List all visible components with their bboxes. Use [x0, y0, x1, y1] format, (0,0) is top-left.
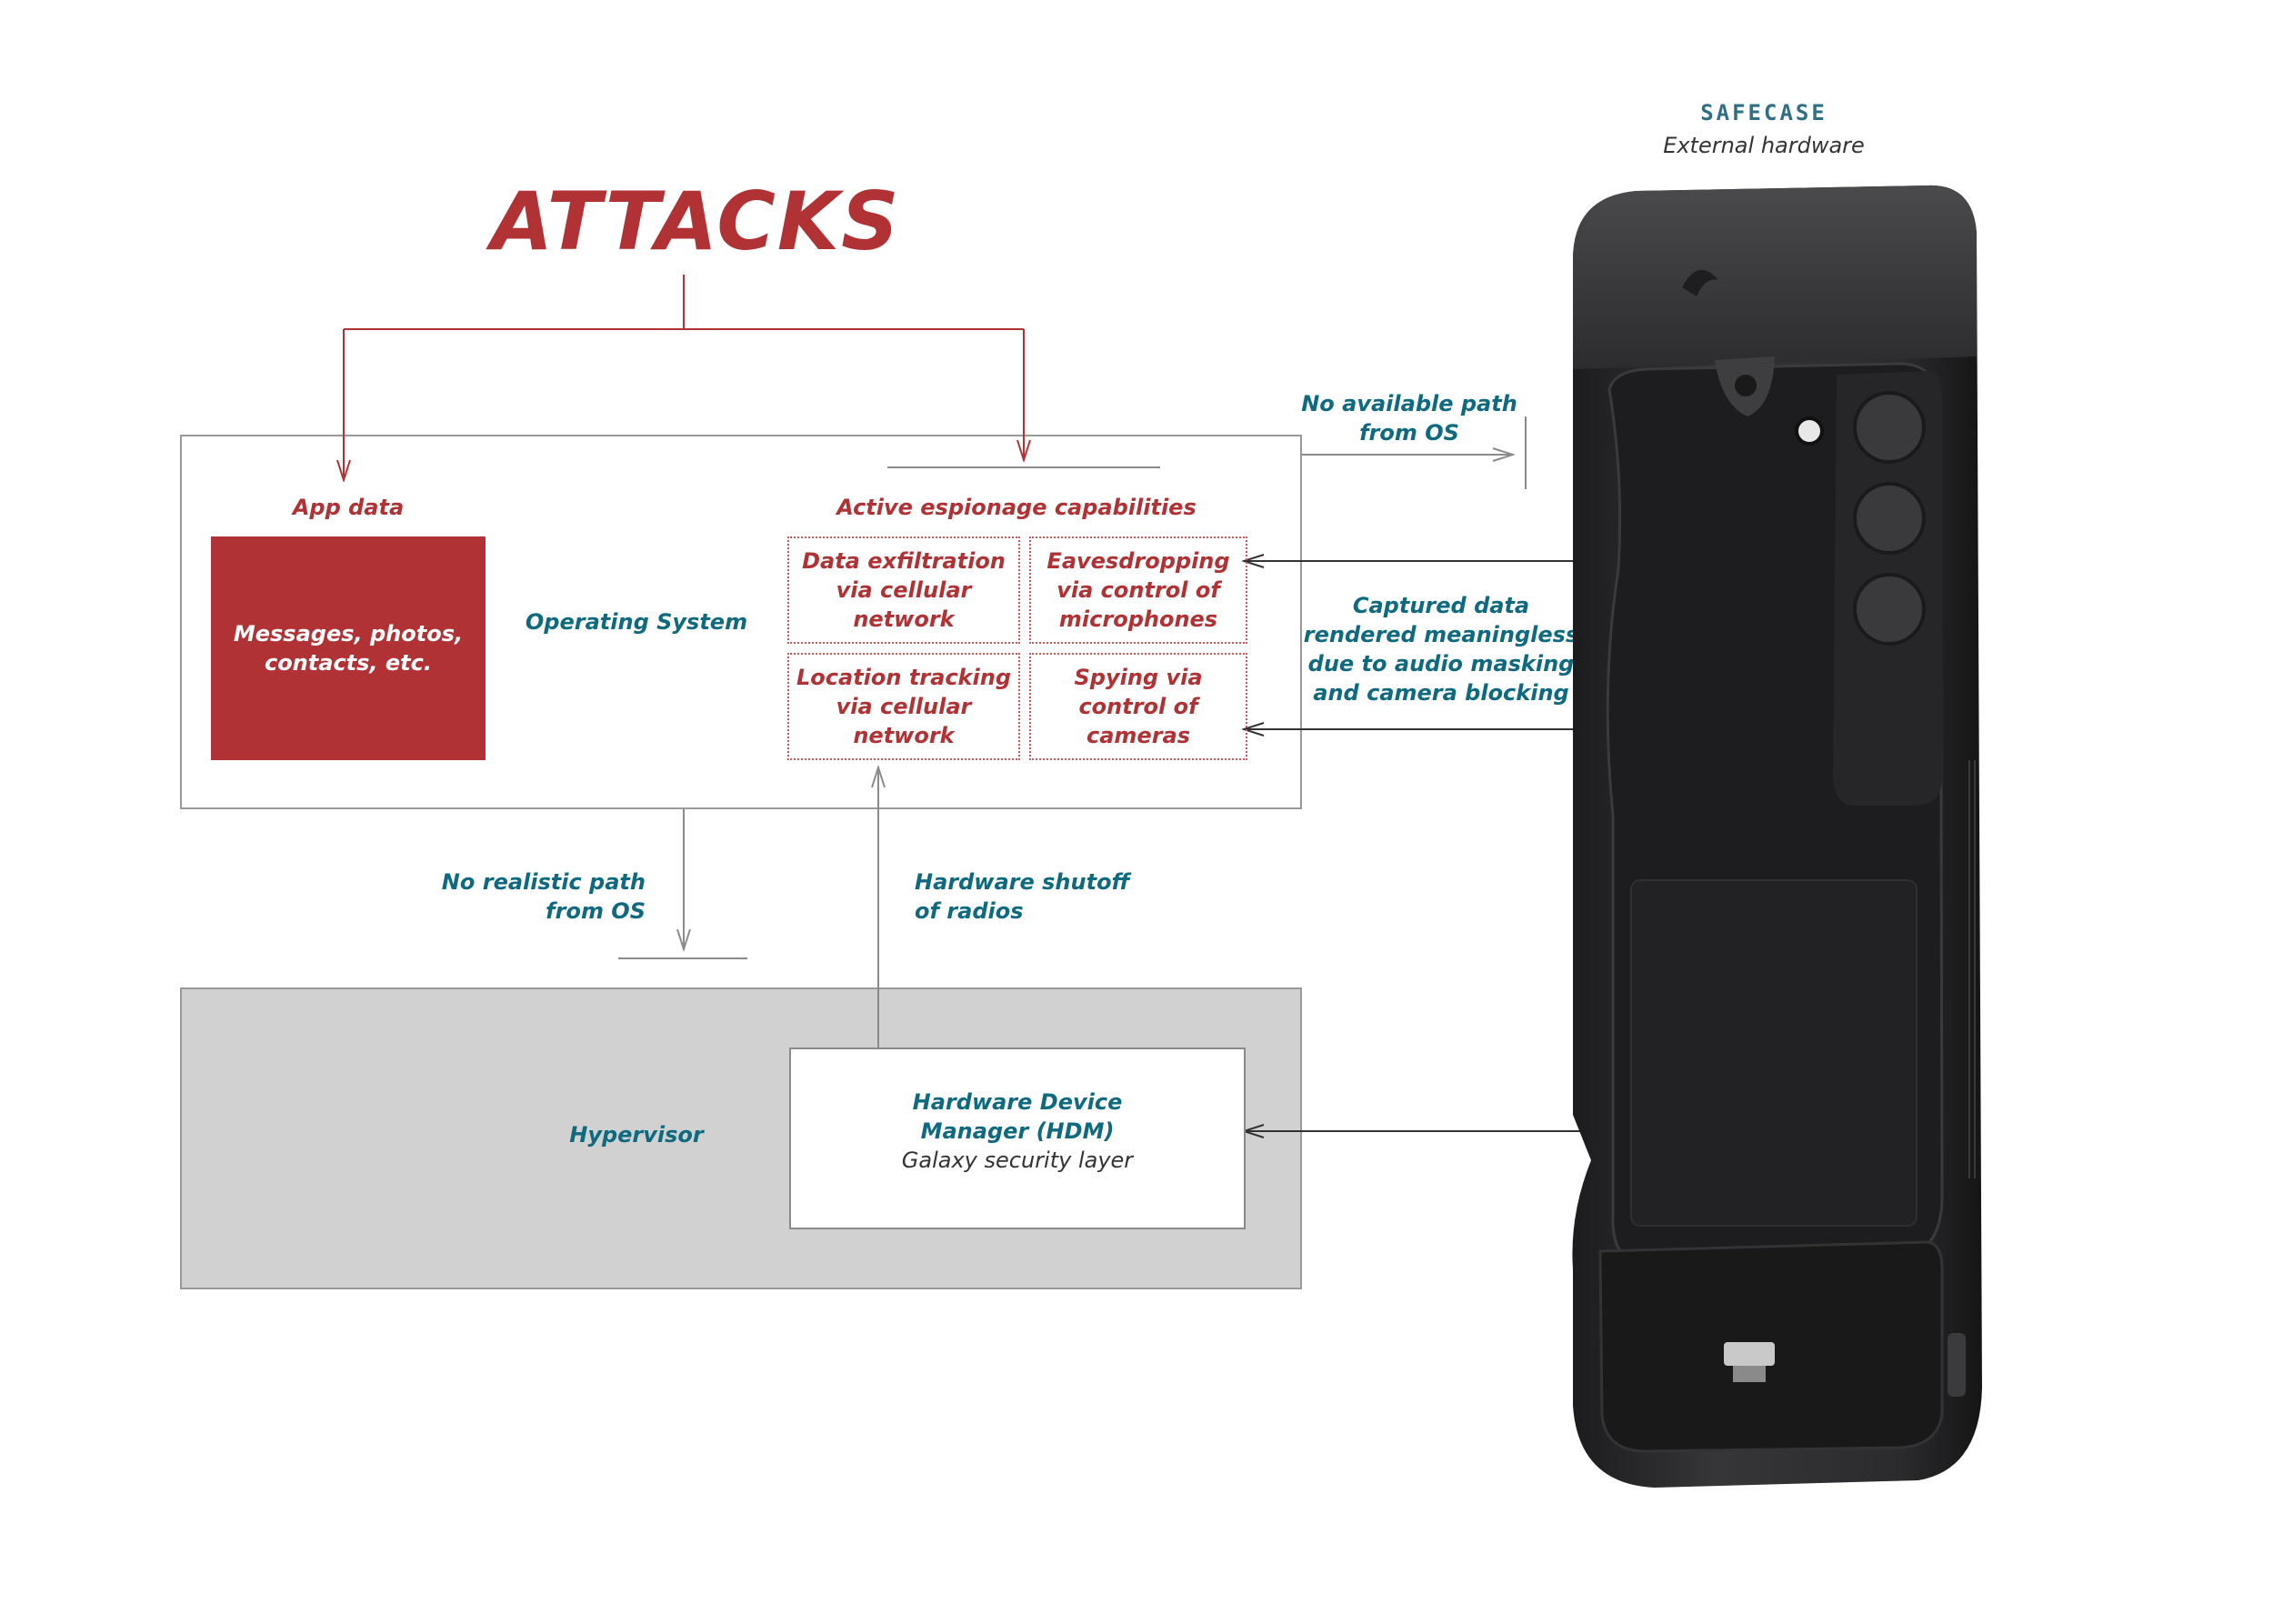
safecase-device-illustration	[1572, 185, 1982, 1488]
no-realistic-path-label: No realistic path from OS	[441, 869, 646, 924]
case-logo	[1682, 269, 1718, 296]
captured-data-label: Captured data rendered meaningless due t…	[1303, 593, 1579, 706]
app-data-heading: App data	[292, 495, 405, 520]
app-data-box: Messages, photos, contacts, etc.	[211, 536, 486, 760]
usb-connector-base	[1733, 1366, 1766, 1382]
safecase-subtitle: External hardware	[1663, 133, 1865, 158]
case-top-cap	[1573, 185, 1977, 369]
hdm-box: Hardware Device Manager (HDM) Galaxy sec…	[789, 1048, 1246, 1229]
no-available-path-label: No available path from OS	[1301, 391, 1517, 446]
side-grip	[1968, 760, 1976, 1178]
attack-tree-lines	[344, 275, 1024, 480]
side-button	[1948, 1333, 1966, 1397]
capability-data-exfiltration: Data exfiltration via cellular network	[787, 536, 1020, 644]
usb-connector	[1724, 1342, 1775, 1366]
safecase-name: SAFECASE	[1700, 100, 1827, 125]
hardware-shutoff-label: Hardware shutoff of radios	[915, 869, 1130, 924]
capability-location-tracking: Location tracking via cellular network	[787, 653, 1020, 760]
attacks-title: ATTACKS	[491, 175, 901, 268]
flash-hole	[1795, 416, 1824, 446]
espionage-heading: Active espionage capabilities	[836, 495, 1197, 520]
hdm-subtitle: Galaxy security layer	[901, 1148, 1134, 1173]
camera-lens-1	[1853, 391, 1926, 464]
camera-lens-2	[1853, 482, 1926, 555]
clip-hole	[1735, 375, 1757, 396]
hdm-title: Hardware Device Manager (HDM)	[912, 1089, 1123, 1144]
app-data-content: Messages, photos, contacts, etc.	[233, 621, 464, 676]
case-back-panel	[1630, 879, 1918, 1227]
hypervisor-label: Hypervisor	[569, 1122, 704, 1148]
capability-eavesdropping: Eavesdropping via control of microphones	[1029, 536, 1247, 644]
operating-system-label: Operating System	[525, 609, 748, 635]
capability-spying-cameras: Spying via control of cameras	[1029, 653, 1247, 760]
camera-lens-3	[1853, 573, 1926, 646]
